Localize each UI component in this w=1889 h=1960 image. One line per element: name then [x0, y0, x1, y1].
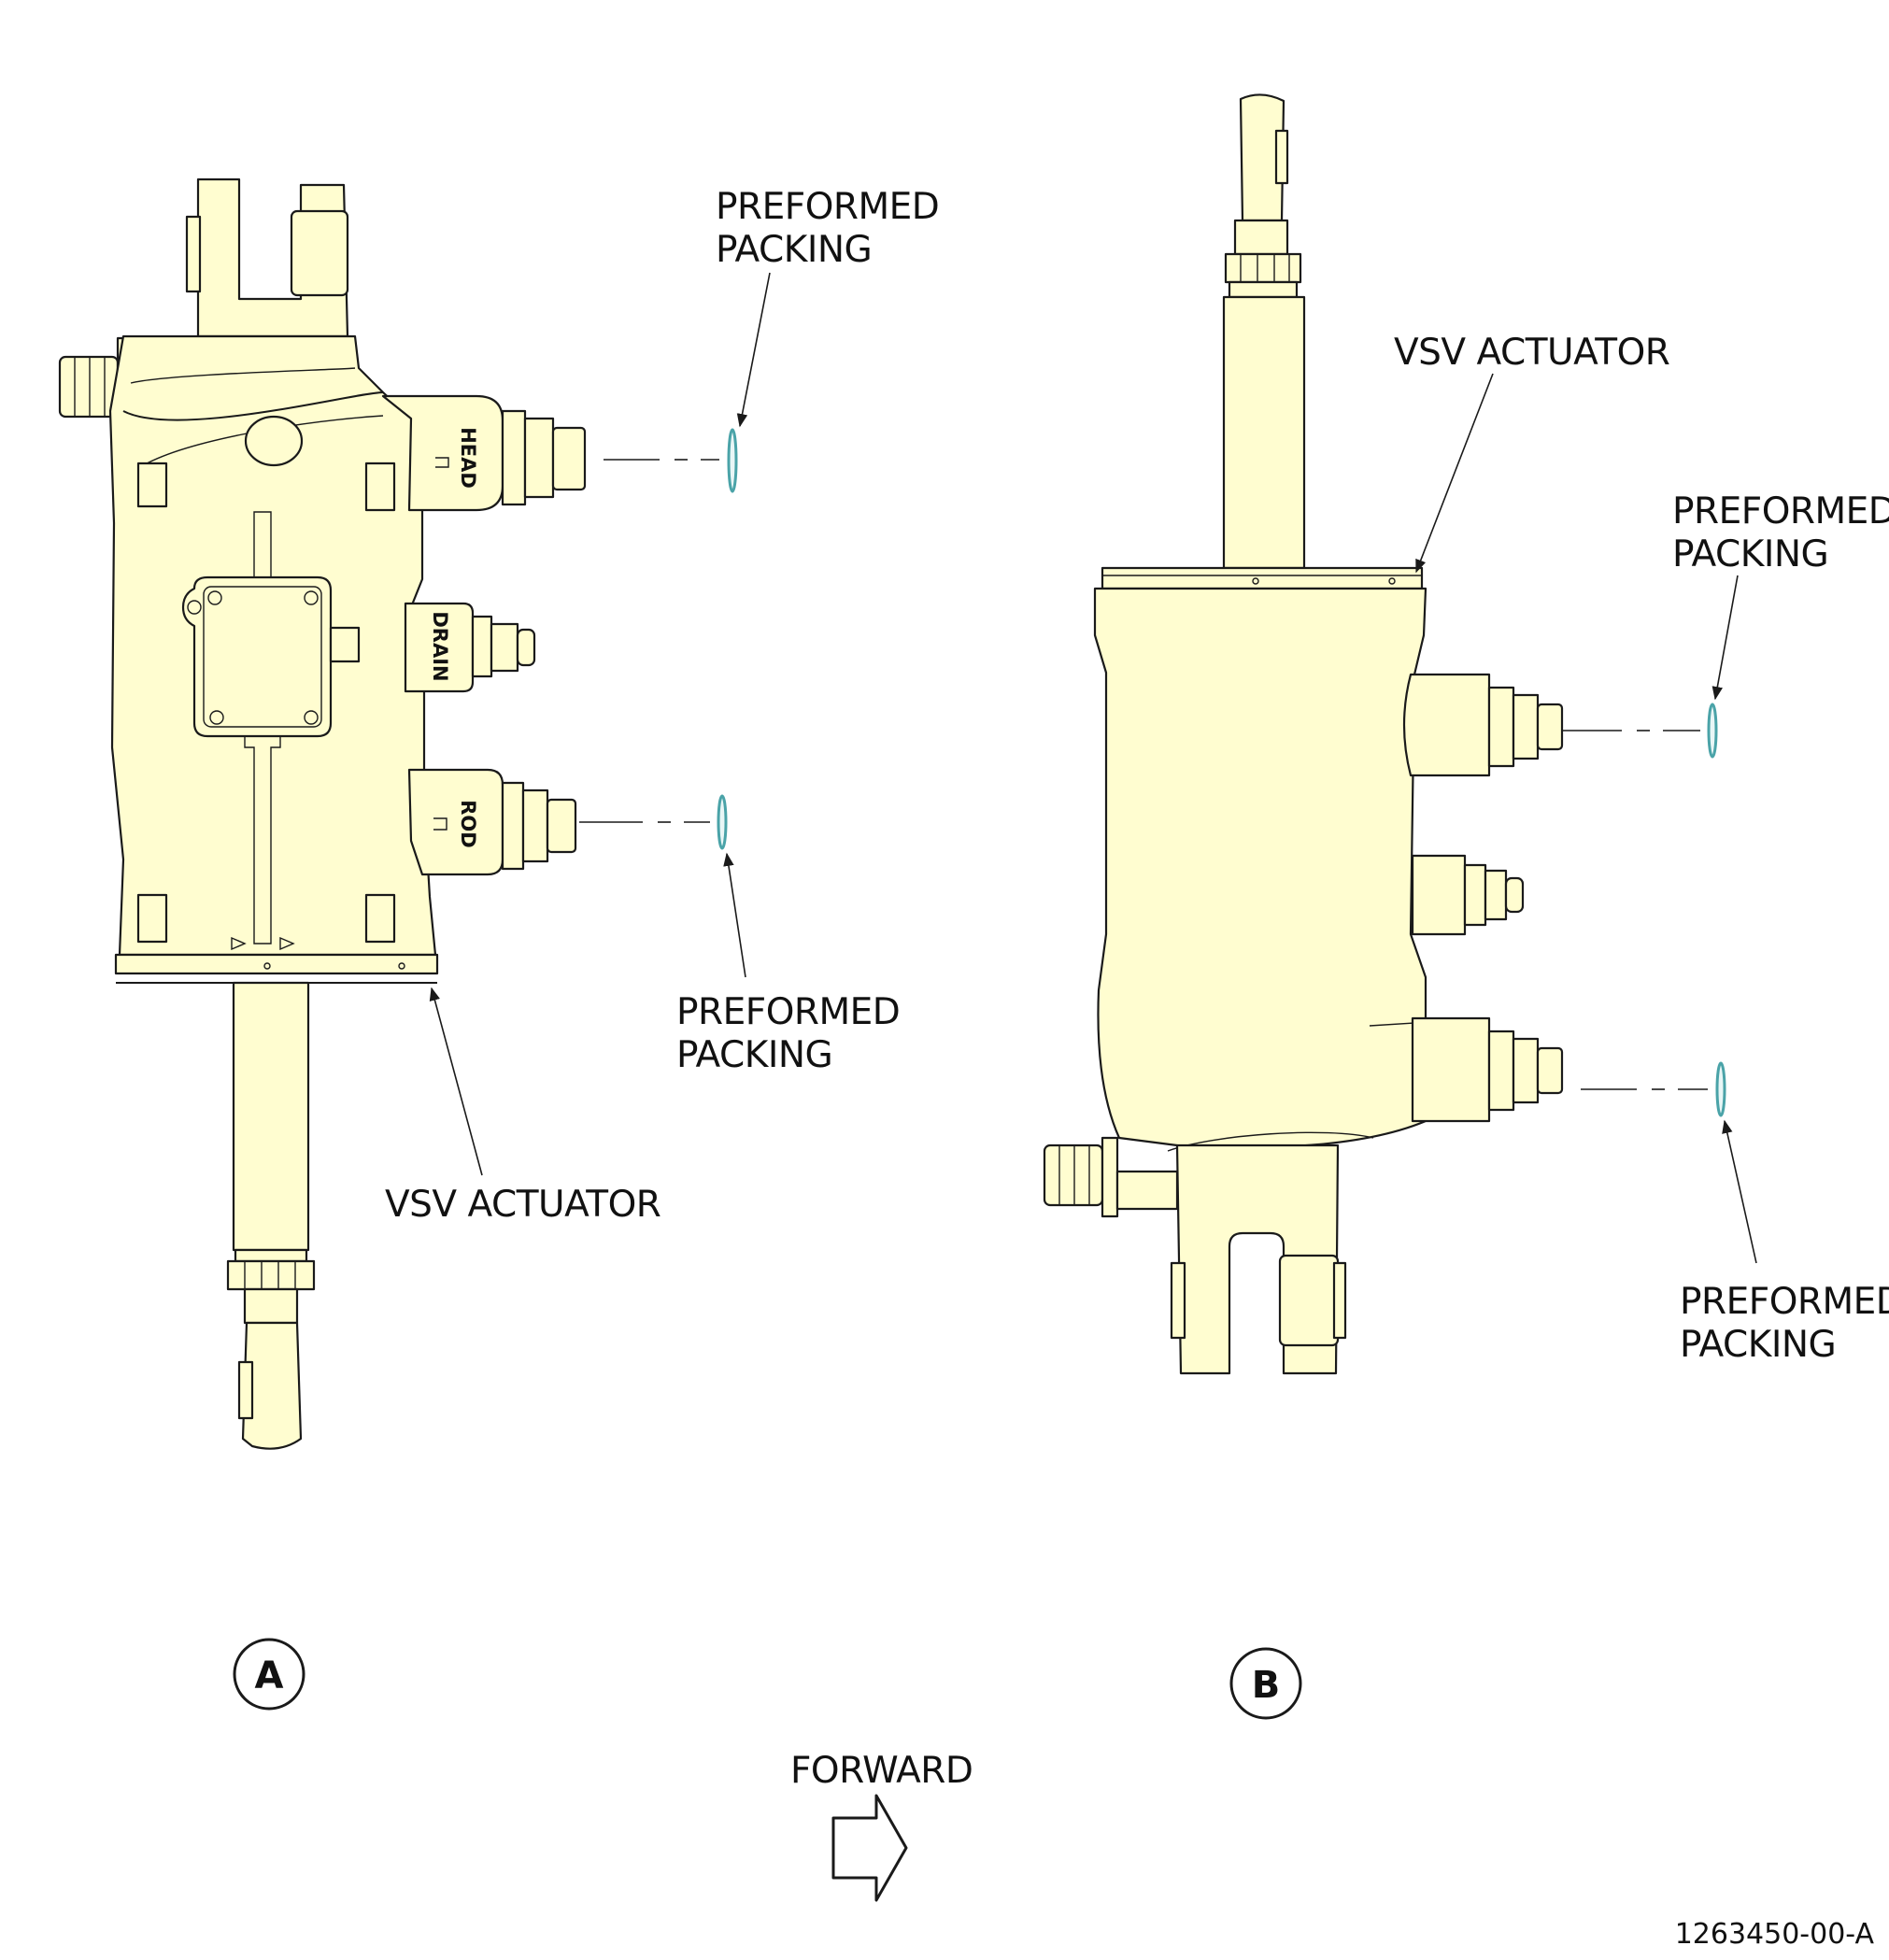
svg-text:B: B — [1252, 1664, 1281, 1707]
port-label-drain: DRAIN — [429, 611, 451, 681]
view-a-callout: A — [233, 1638, 305, 1711]
leader-a-packing-top — [736, 272, 771, 428]
view-a-packing-top — [604, 428, 738, 493]
view-b-packing-bottom — [1581, 1061, 1726, 1117]
leader-a-packing-bottom — [723, 852, 746, 978]
leader-b-packing-top — [1711, 575, 1739, 701]
view-b-packing-top — [1562, 703, 1718, 759]
forward-label: FORWARD — [790, 1750, 973, 1792]
leader-a-actuator — [429, 987, 483, 1176]
leader-b-packing-bottom — [1722, 1119, 1757, 1264]
svg-text:A: A — [255, 1655, 284, 1697]
view-a-packing-bottom — [579, 794, 728, 850]
label-a-actuator: VSV ACTUATOR — [385, 1184, 660, 1226]
port-label-rod: ROD — [457, 800, 479, 847]
label-b-packing-bottom: PREFORMED PACKING — [1680, 1281, 1889, 1366]
view-b-actuator — [1043, 93, 1564, 1375]
view-a-actuator: HEAD DRAIN ROD — [58, 178, 587, 1450]
label-a-packing-top: PREFORMED PACKING — [716, 186, 950, 271]
label-a-packing-bottom: PREFORMED PACKING — [676, 991, 911, 1076]
leader-b-actuator — [1415, 373, 1494, 574]
port-label-head: HEAD — [457, 427, 479, 489]
figure-id: 1263450-00-A — [1675, 1918, 1875, 1951]
view-b-callout: B — [1229, 1647, 1302, 1720]
label-b-actuator: VSV ACTUATOR — [1394, 332, 1669, 374]
label-b-packing-top: PREFORMED PACKING — [1672, 490, 1889, 575]
forward-arrow-icon — [831, 1794, 908, 1902]
